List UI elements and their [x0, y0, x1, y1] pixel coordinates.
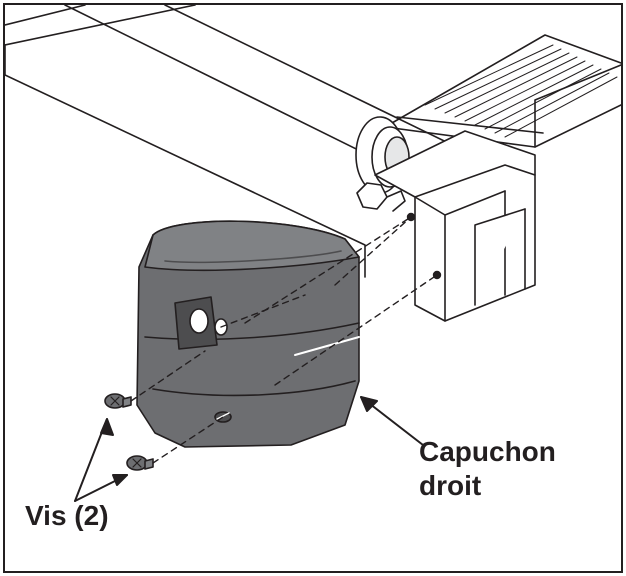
- cap-label-line2: droit: [419, 470, 482, 501]
- end-cap: [136, 220, 360, 448]
- screws-label: Vis (2): [25, 500, 109, 531]
- diagram-frame: Capuchon droit Vis (2): [3, 3, 623, 573]
- deck: [384, 34, 621, 148]
- hex-bolt: [356, 182, 406, 212]
- assembly-illustration: [5, 5, 621, 502]
- cap-label-line1: Capuchon: [419, 436, 556, 467]
- leader-arrows: [74, 396, 424, 502]
- screw-upper: [104, 393, 132, 409]
- end-bracket: [374, 130, 536, 322]
- frame-rail: [5, 5, 474, 278]
- ribbed-rail: [424, 44, 618, 138]
- alignment-lines: [130, 216, 438, 464]
- screw-lower: [126, 455, 154, 471]
